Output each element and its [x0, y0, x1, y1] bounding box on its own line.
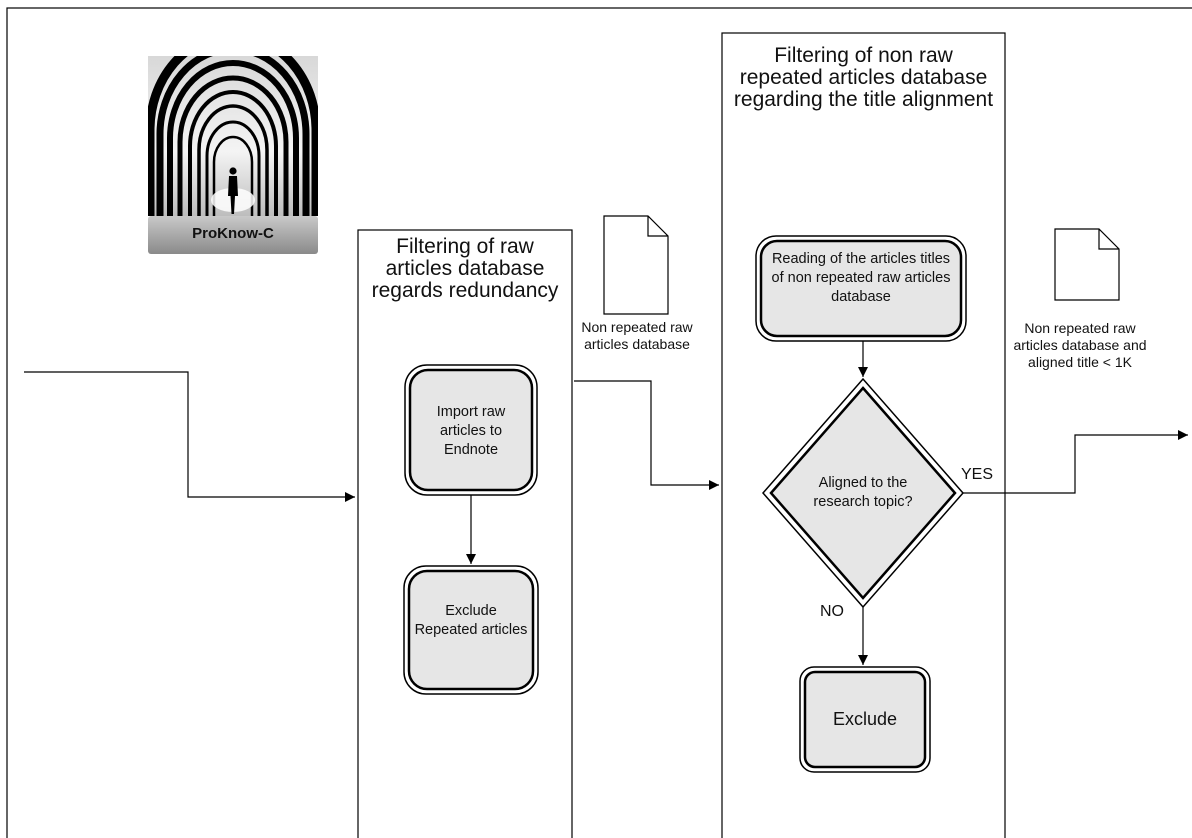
exclude-final-node [799, 666, 931, 773]
input-arrow [24, 371, 355, 502]
arrow-section1-to-section2 [574, 380, 719, 490]
reading-titles-label: Reading of the articles titles of non re… [771, 251, 951, 305]
document-icon [603, 215, 669, 315]
import-articles-label: Import raw articles to Endnote [436, 404, 506, 458]
section1-title: Filtering of raw articles database regar… [371, 235, 559, 302]
import-articles-node [404, 364, 538, 496]
outer-frame [6, 7, 1192, 838]
arrow-yes-output [963, 430, 1188, 494]
doc2-label: Non repeated raw articles database and a… [1013, 320, 1147, 370]
exclude-repeated-node [403, 565, 539, 695]
reading-titles-node [755, 235, 967, 342]
doc1-label: Non repeated raw articles database [581, 319, 693, 352]
section1-frame [357, 229, 573, 838]
yes-label: YES [960, 466, 993, 483]
exclude-final-label: Exclude [832, 709, 898, 729]
section2-title: Filtering of non raw repeated articles d… [733, 44, 994, 111]
proknow-c-logo [148, 56, 318, 254]
decision-diamond [762, 377, 964, 609]
decision-label: Aligned to the research topic? [813, 475, 913, 510]
exclude-repeated-label: Exclude Repeated articles [414, 603, 528, 638]
no-label: NO [820, 603, 844, 620]
section2-frame [721, 32, 1006, 838]
document-icon-output [1054, 228, 1120, 301]
logo-caption: ProKnow-C [192, 225, 274, 242]
